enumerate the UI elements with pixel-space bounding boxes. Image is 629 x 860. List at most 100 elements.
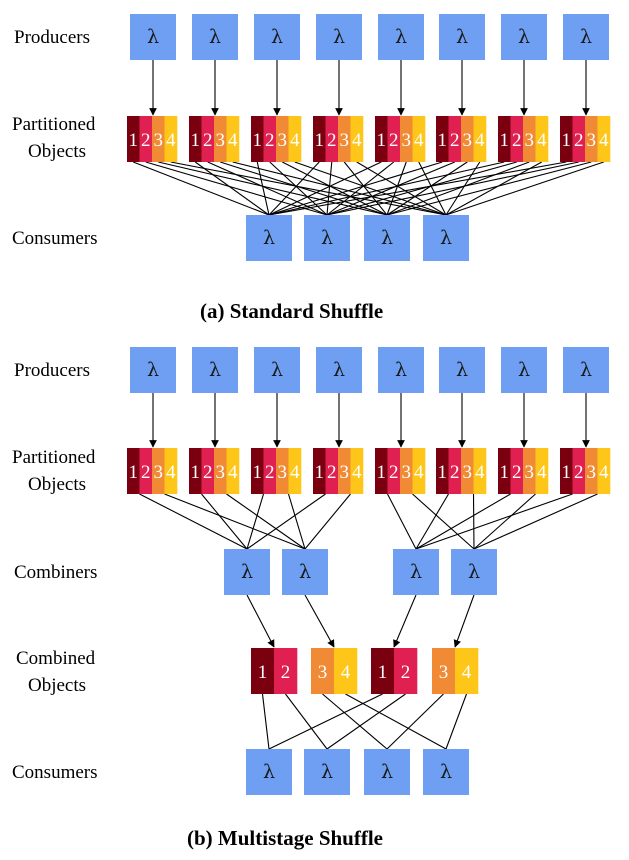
producer-a-8: λ bbox=[563, 14, 609, 60]
partition-3-label: 3 bbox=[216, 130, 226, 151]
partition-3-label: 3 bbox=[340, 462, 350, 483]
function-box bbox=[563, 14, 609, 60]
function-box bbox=[423, 749, 469, 795]
lambda-symbol: λ bbox=[271, 359, 283, 381]
edge-object7-to-combiner3 bbox=[415, 493, 511, 550]
edge-object8-p1-to-consumer1-a bbox=[268, 161, 567, 216]
edge-combined1-p2-to-consumer2 bbox=[285, 693, 328, 750]
partition-1-label: 1 bbox=[191, 130, 201, 151]
producer-a-2: λ bbox=[192, 14, 238, 60]
partition-3-label: 3 bbox=[525, 130, 535, 151]
edge-object2-to-combiner2 bbox=[226, 493, 306, 550]
partition-3-label: 3 bbox=[525, 462, 535, 483]
partition-3-label: 3 bbox=[402, 462, 412, 483]
producer-a-3: λ bbox=[254, 14, 300, 60]
partition-1-label: 1 bbox=[500, 130, 510, 151]
partition-1-cell bbox=[127, 448, 140, 494]
partition-3-cell bbox=[276, 116, 289, 162]
lambda-symbol: λ bbox=[209, 26, 221, 48]
edge-object8-to-combiner4 bbox=[473, 493, 598, 550]
arrow-combiner2-to-combined-object2 bbox=[304, 594, 335, 648]
partition-1-label: 1 bbox=[315, 130, 325, 151]
partition-2-cell bbox=[387, 448, 401, 494]
partition-2-cell bbox=[201, 448, 215, 494]
consumer-a-2: λ bbox=[304, 215, 350, 261]
lambda-symbol: λ bbox=[580, 26, 592, 48]
partition-2-cell bbox=[510, 116, 524, 162]
lambda-symbol: λ bbox=[440, 227, 452, 249]
partition-2-label: 2 bbox=[512, 130, 522, 151]
edge-object5-p2-to-consumer2-a bbox=[326, 161, 395, 216]
partition-1-cell bbox=[560, 116, 573, 162]
partition-4-cell bbox=[597, 116, 611, 162]
lambda-symbol: λ bbox=[263, 761, 275, 783]
edge-object5-to-combiner3 bbox=[387, 493, 417, 550]
edge-object1-to-combiner2 bbox=[164, 493, 306, 550]
combiner-4: λ bbox=[451, 549, 497, 595]
function-box bbox=[501, 347, 547, 393]
edge-object6-to-combiner4 bbox=[472, 493, 475, 550]
edge-object1-p2-to-consumer2-a bbox=[145, 161, 328, 216]
consumers-label-b: Consumers bbox=[12, 762, 98, 783]
lambda-symbol: λ bbox=[395, 26, 407, 48]
partition-4-label: 4 bbox=[352, 130, 362, 151]
partition-1-cell bbox=[498, 448, 511, 494]
partitioned-label-a-line1: Partitioned bbox=[12, 114, 96, 135]
partition-4-cell bbox=[535, 116, 549, 162]
partition-4-cell bbox=[288, 116, 302, 162]
producer-a-5: λ bbox=[378, 14, 424, 60]
consumer-b-1: λ bbox=[246, 749, 292, 795]
partition-3-label: 3 bbox=[154, 130, 164, 151]
partition-4-cell bbox=[473, 448, 487, 494]
partition-3-label: 3 bbox=[402, 130, 412, 151]
partition-4-cell bbox=[597, 448, 611, 494]
partition-3-cell bbox=[585, 116, 598, 162]
partition-1-label: 1 bbox=[253, 130, 263, 151]
edge-object1-p3-to-consumer3-a bbox=[158, 161, 388, 216]
edge-object3-to-combiner1 bbox=[246, 493, 265, 550]
edge-object4-p4-to-consumer4-a bbox=[356, 161, 447, 216]
partition-2-label: 2 bbox=[265, 462, 275, 483]
partition-1-cell bbox=[436, 448, 449, 494]
partition-2-cell bbox=[201, 116, 215, 162]
partition-3-cell bbox=[214, 116, 227, 162]
partition-4-cell bbox=[164, 116, 178, 162]
partition-4-label: 4 bbox=[475, 130, 485, 151]
partition-4-cell bbox=[164, 448, 178, 494]
partition-4-label: 4 bbox=[228, 462, 238, 483]
combined-partition-1-label: 1 bbox=[378, 662, 388, 683]
edge-object2-p1-to-consumer1-a bbox=[194, 161, 270, 216]
partition-3-cell bbox=[461, 448, 474, 494]
lambda-symbol: λ bbox=[410, 561, 422, 583]
lambda-symbol: λ bbox=[147, 359, 159, 381]
partition-4-label: 4 bbox=[290, 462, 300, 483]
lambda-symbol: λ bbox=[147, 26, 159, 48]
function-box bbox=[192, 14, 238, 60]
partition-4-cell bbox=[226, 116, 240, 162]
partition-1-cell bbox=[313, 116, 326, 162]
partition-3-label: 3 bbox=[278, 462, 288, 483]
edge-combined1-p1-to-consumer1 bbox=[261, 693, 270, 750]
lambda-symbol: λ bbox=[456, 26, 468, 48]
edge-object8-to-combiner3 bbox=[415, 493, 573, 550]
combined-partition-4-label: 4 bbox=[341, 662, 351, 683]
partition-1-cell bbox=[375, 448, 388, 494]
partition-1-label: 1 bbox=[377, 462, 387, 483]
lambda-symbol: λ bbox=[468, 561, 480, 583]
partition-3-cell bbox=[400, 448, 413, 494]
partition-2-cell bbox=[448, 116, 462, 162]
function-box bbox=[130, 14, 176, 60]
partition-4-label: 4 bbox=[414, 130, 424, 151]
producers-label-a: Producers bbox=[14, 27, 90, 48]
partition-3-cell bbox=[585, 448, 598, 494]
edge-combined2-p4-to-consumer4 bbox=[345, 693, 447, 750]
partition-4-label: 4 bbox=[352, 462, 362, 483]
partition-4-cell bbox=[226, 448, 240, 494]
